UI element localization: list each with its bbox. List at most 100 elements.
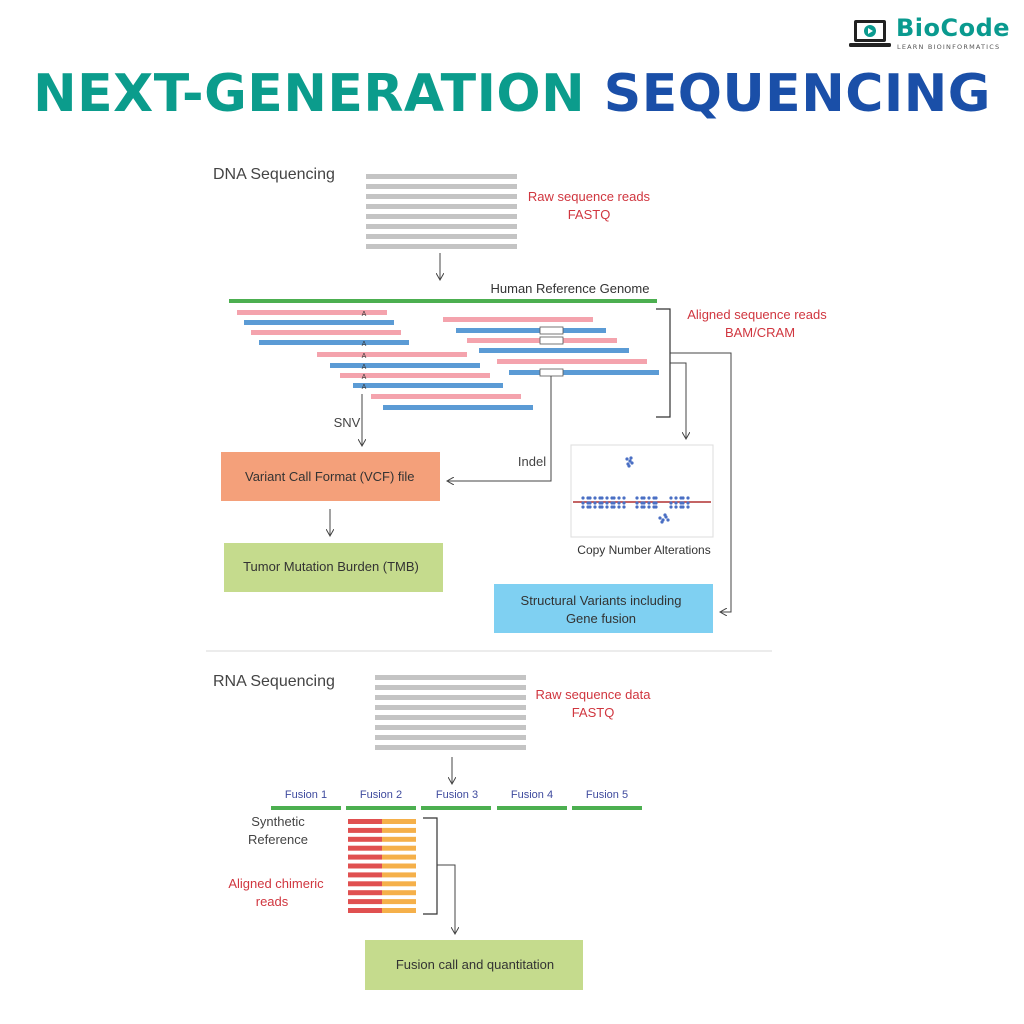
chimeric-read-left [348,827,382,833]
aligned-reads-format: BAM/CRAM [725,325,795,340]
svg-text:A: A [362,353,367,360]
arrow-indel [448,376,552,481]
cna-point [686,496,690,500]
chimeric-read-left [348,836,382,842]
arrow-to-sv [670,352,732,612]
cna-point [647,505,651,509]
cna-point [635,501,639,505]
cna-point [600,496,604,500]
cna-point [612,501,616,505]
fusion-4-label: Fusion 4 [511,789,553,801]
cna-point [635,505,639,509]
vcf-box-label: Variant Call Format (VCF) file [245,469,415,484]
cna-point [605,501,609,505]
snv-markers: A A A A A A [362,311,367,391]
chimeric-read-left [348,845,382,851]
sv-box-line1: Structural Variants including [521,593,682,608]
reference-genome-line [229,299,657,303]
sv-box [494,584,713,633]
cna-point [629,456,633,460]
chimeric-read-left [348,872,382,878]
aligned-reads-left [237,310,533,410]
aligned-bracket [656,308,671,418]
cna-point [666,518,670,522]
cna-point [627,464,631,468]
cna-point [593,505,597,509]
chimeric-read-left [348,899,382,905]
chimeric-read-left [348,863,382,869]
cna-point [654,501,658,505]
svg-text:A: A [362,384,367,391]
snv-label: SNV [334,415,361,430]
page-title: NEXT-GENERATION SEQUENCING [0,64,1024,124]
cna-point [581,496,585,500]
cna-point [674,496,678,500]
cna-point [625,457,629,461]
cna-point [622,496,626,500]
cna-point [642,501,646,505]
cna-point [674,505,678,509]
cna-point [617,501,621,505]
cna-point [581,505,585,509]
indel-markers [539,326,564,377]
chimeric-label-line2: reads [256,894,289,909]
cna-point [669,496,673,500]
svg-text:A: A [362,374,367,381]
fusion-1-label: Fusion 1 [285,789,327,801]
chimeric-bracket [423,817,438,915]
chimeric-read-left [348,881,382,887]
fusion-3-label: Fusion 3 [436,789,478,801]
cna-point [686,505,690,509]
cna-point [617,505,621,509]
laptop-icon [849,20,891,47]
indel-label: Indel [518,454,546,469]
chimeric-read-left [348,890,382,896]
chimeric-read-right [382,908,416,913]
cna-point [681,496,685,500]
chimeric-read-right [382,899,416,905]
cna-label: Copy Number Alterations [577,543,710,557]
biocode-logo: BioCode LEARN BIOINFORMATICS [848,14,1010,54]
synthetic-label-line2: Reference [248,832,308,847]
cna-point [612,505,616,509]
fusion-call-label: Fusion call and quantitation [396,957,554,972]
cna-point [663,513,667,517]
raw-data-label: Raw sequence data [536,687,652,702]
cna-point [600,501,604,505]
chimeric-label-line1: Aligned chimeric [228,876,324,891]
chimeric-read-right [382,854,416,860]
arrow-to-fusion-call [437,864,455,933]
cna-point [654,505,658,509]
title-part-2: SEQUENCING [603,64,991,124]
fusion-5-label: Fusion 5 [586,789,628,801]
cna-point [600,505,604,509]
chimeric-read-right [382,881,416,887]
aligned-reads-label: Aligned sequence reads [687,307,827,322]
cna-point [669,505,673,509]
svg-text:A: A [362,364,367,371]
reference-label: Human Reference Genome [491,281,650,296]
raw-reads-format: FASTQ [568,207,611,222]
svg-text:A: A [362,341,367,348]
synthetic-label-line1: Synthetic [251,814,305,829]
chimeric-reads [348,819,416,913]
cna-point [581,501,585,505]
fusion-references: Fusion 1 Fusion 2 Fusion 3 Fusion 4 Fusi… [285,789,628,801]
svg-text:A: A [362,311,367,318]
cna-point [588,505,592,509]
cna-point [628,459,632,463]
cna-point [630,461,634,465]
cna-point [686,501,690,505]
cna-point [617,496,621,500]
sv-box-line2: Gene fusion [566,611,636,626]
cna-point [593,496,597,500]
chimeric-read-right [382,872,416,878]
dna-raw-reads [366,174,517,249]
fusion-2-label: Fusion 2 [360,789,402,801]
cna-point [635,496,639,500]
raw-reads-label: Raw sequence reads [528,189,651,204]
cna-point [669,501,673,505]
cna-point [588,496,592,500]
cna-point [658,516,662,520]
